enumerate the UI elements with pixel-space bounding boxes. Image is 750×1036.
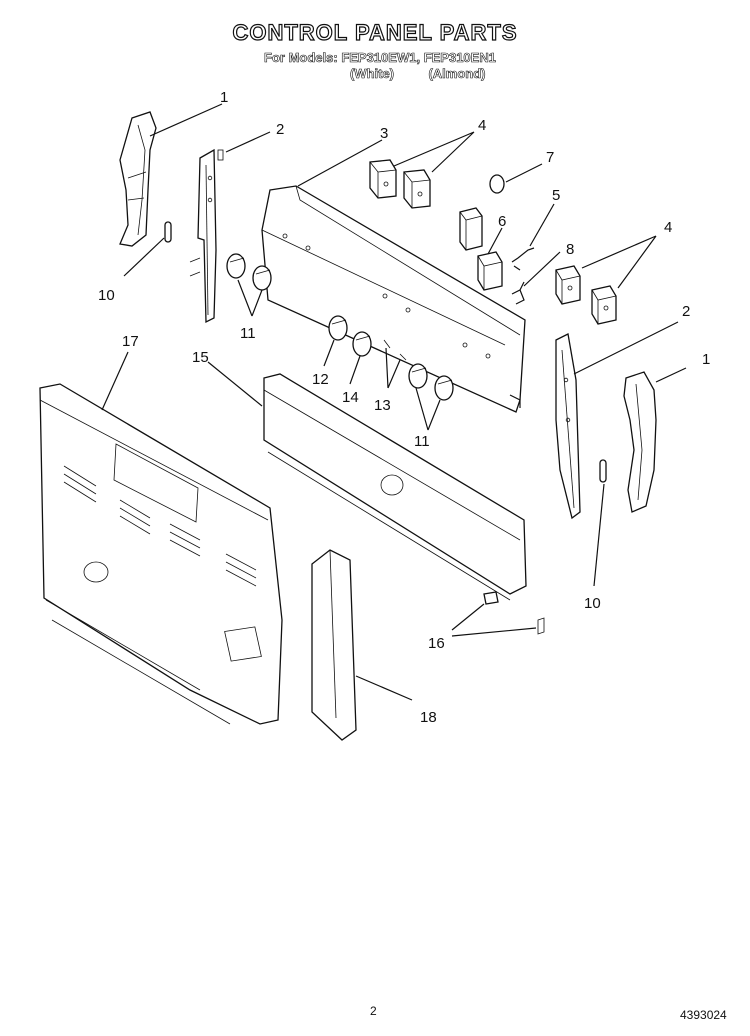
callout-6: 6 bbox=[498, 213, 506, 230]
callout-2-right: 2 bbox=[682, 303, 690, 320]
switch-right-b bbox=[591, 285, 617, 325]
callout-3: 3 bbox=[380, 125, 388, 142]
callout-4-right: 4 bbox=[664, 219, 672, 236]
callout-2-left: 2 bbox=[276, 121, 284, 138]
end-cap-right bbox=[623, 371, 657, 513]
infinite-switch-block bbox=[459, 207, 483, 251]
models-line: For Models: FEP310EW1, FEP310EN1 bbox=[264, 50, 497, 66]
callout-13: 13 bbox=[374, 397, 391, 414]
clip-right bbox=[599, 459, 607, 483]
indicator-lamp bbox=[511, 247, 535, 271]
color-white-label: (White) bbox=[349, 66, 395, 82]
spring-clips-13 bbox=[383, 339, 407, 361]
callout-17: 17 bbox=[122, 333, 139, 350]
front-panel-15 bbox=[263, 373, 527, 601]
callout-7: 7 bbox=[546, 149, 554, 166]
switch-center bbox=[477, 251, 503, 291]
callout-16: 16 bbox=[428, 635, 445, 652]
callout-12: 12 bbox=[312, 371, 329, 388]
document-number: 4393024 bbox=[680, 1008, 727, 1022]
callout-18: 18 bbox=[420, 709, 437, 726]
screws-16 bbox=[483, 591, 545, 635]
knob-upper-left-a bbox=[226, 253, 246, 279]
callout-4-top: 4 bbox=[478, 117, 486, 134]
callout-14: 14 bbox=[342, 389, 359, 406]
switch-upper-a bbox=[369, 159, 397, 199]
callout-10-left: 10 bbox=[98, 287, 115, 304]
lead-wire bbox=[511, 281, 525, 305]
switch-right-a bbox=[555, 265, 581, 305]
callout-1-right: 1 bbox=[702, 351, 710, 368]
support-bracket-18 bbox=[311, 549, 357, 741]
clip-left bbox=[164, 221, 172, 243]
callout-11-upper: 11 bbox=[240, 325, 256, 342]
knob-upper-left-b bbox=[252, 265, 272, 291]
indicator-ring bbox=[489, 174, 505, 194]
control-panel-console bbox=[261, 185, 526, 413]
callout-8: 8 bbox=[566, 241, 574, 258]
callout-5: 5 bbox=[552, 187, 560, 204]
callout-labels: 1 2 3 4 7 5 6 4 8 10 11 2 17 15 12 14 13… bbox=[98, 89, 710, 726]
knob-lower-a bbox=[408, 363, 428, 389]
knob-12 bbox=[328, 315, 348, 341]
callout-1-left: 1 bbox=[220, 89, 228, 106]
callout-15: 15 bbox=[192, 349, 209, 366]
side-bracket-right bbox=[555, 333, 581, 520]
page-title: CONTROL PANEL PARTS bbox=[232, 19, 518, 45]
leader-lines bbox=[101, 103, 687, 701]
end-cap-left bbox=[119, 111, 157, 247]
side-bracket-left bbox=[189, 148, 224, 324]
callout-10-right: 10 bbox=[584, 595, 601, 612]
rear-panel-17 bbox=[39, 383, 283, 725]
knob-14 bbox=[352, 331, 372, 357]
callout-11-lower: 11 bbox=[414, 433, 430, 450]
page-number: 2 bbox=[370, 1004, 377, 1018]
color-almond-label: (Almond) bbox=[428, 66, 486, 82]
knob-lower-b bbox=[434, 375, 454, 401]
switch-upper-b bbox=[403, 169, 431, 209]
